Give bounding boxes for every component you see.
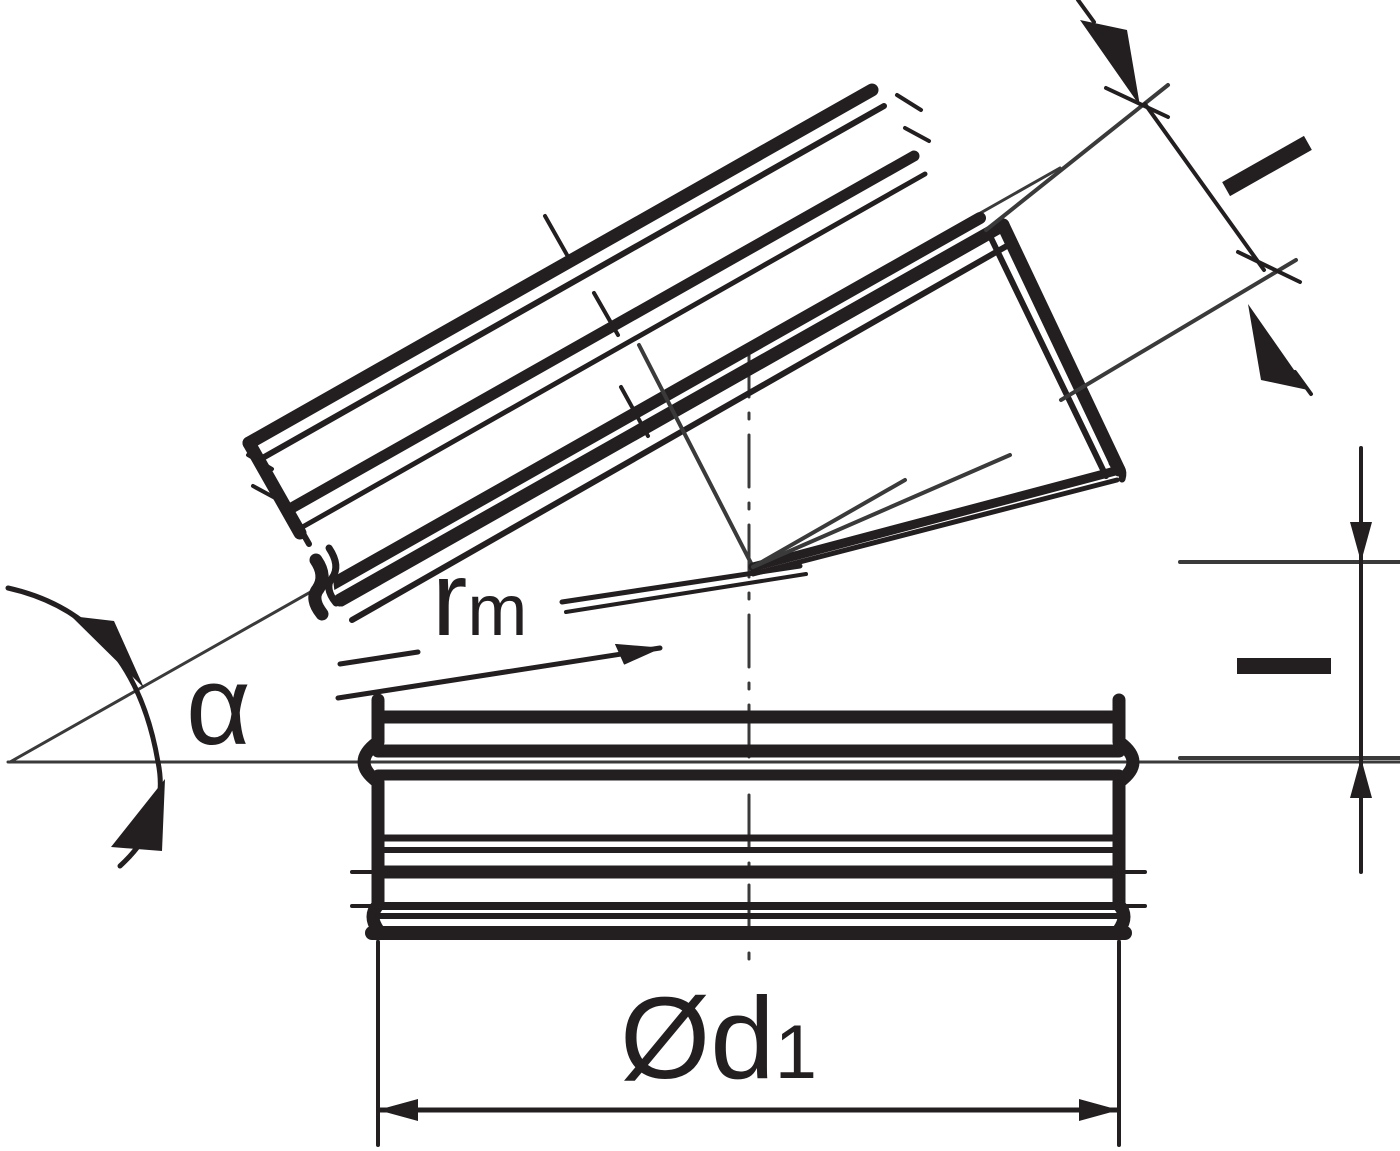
bend-body: [637, 218, 1127, 577]
inclined-socket-bead: [308, 553, 329, 621]
socket-left-outline: [357, 693, 385, 941]
inclined-dim-lead-bottom: [1293, 370, 1313, 396]
inclined-socket-bead-outer: [325, 544, 340, 607]
lower-socket-leg: [350, 693, 1147, 941]
inclined-break-ticks: [246, 93, 931, 501]
socket-depth-dimension-inclined: [984, 0, 1313, 402]
bend-construction-line-2: [751, 478, 907, 569]
angle-label: α: [186, 643, 251, 768]
bend-right-outer-wall-inner: [988, 235, 1109, 479]
inclined-bore-line-upper: [282, 150, 920, 516]
inclined-dim-extension-b: [1059, 258, 1298, 402]
diameter-symbol: Ø: [620, 973, 711, 1103]
diameter-base: d: [710, 973, 775, 1103]
inclined-dim-tick-top: [1104, 86, 1170, 119]
inclined-dim-tick-bottom: [1236, 250, 1302, 284]
inclined-dim-extension-a: [984, 83, 1170, 232]
miter-joint-plane: [637, 343, 755, 569]
radius-reference-line: [559, 563, 803, 605]
radius-reference-line-b: [564, 572, 808, 614]
bend-collar-top-face-b: [750, 477, 1120, 577]
mean-radius-dimension: [335, 563, 808, 701]
mean-radius-label: rm: [432, 546, 527, 652]
inclined-bore-line-upper-b: [296, 171, 928, 532]
angle-dimension: [5, 585, 165, 869]
inclined-dim-line: [1143, 102, 1266, 272]
inclined-dim-lead-top: [1076, 0, 1096, 24]
socket-depth-dimension-right: [1178, 446, 1400, 874]
socket-shoulder-ticks: [350, 870, 1147, 908]
inclined-pipe-leg: [242, 83, 1015, 623]
diameter-label: Ød1: [620, 980, 817, 1096]
inclined-dim-value-dash: [1222, 135, 1312, 197]
radius-leader-line: [335, 643, 663, 701]
right-dim-value-dash: [1237, 658, 1331, 674]
bend-right-outer-wall: [996, 218, 1126, 477]
radius-extension-line: [337, 649, 421, 667]
mean-radius-base: r: [432, 540, 468, 658]
angle-arrow-lower: [111, 779, 165, 851]
mean-radius-subscript: m: [467, 571, 528, 651]
bend-collar-top-face: [748, 465, 1124, 572]
inclined-bore-line-lower: [325, 212, 986, 591]
nominal-diameter-dimension: [376, 940, 1121, 1147]
angle-arrow-upper: [71, 616, 144, 688]
socket-right-outline: [1112, 693, 1140, 941]
inclined-dim-arrow-top: [1080, 20, 1140, 106]
inclined-outer-wall-top: [242, 83, 879, 450]
bend-construction-line: [751, 453, 1012, 569]
inclined-dim-arrow-bottom: [1248, 304, 1308, 390]
inclined-outer-wall-top-inner: [256, 103, 887, 463]
diameter-subscript: 1: [774, 1010, 818, 1095]
